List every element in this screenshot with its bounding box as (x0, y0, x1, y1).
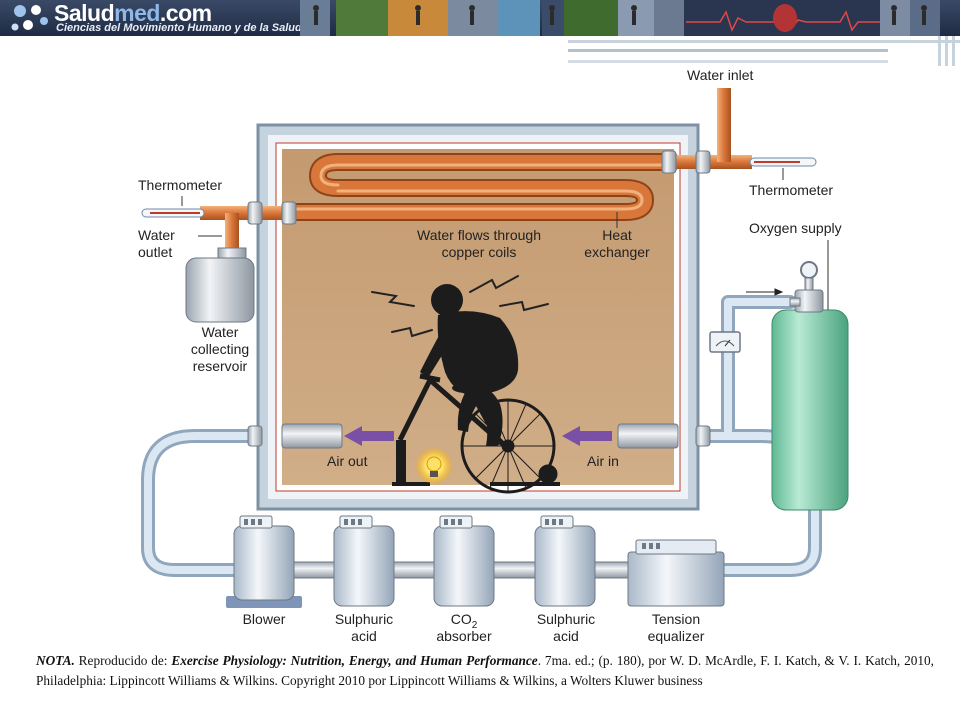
sulphuric-acid-canister-1 (333, 515, 395, 607)
label-air-in: Air in (587, 453, 619, 469)
blower-canister (226, 515, 302, 608)
thermometer-right (749, 157, 817, 180)
note-book-title: Exercise Physiology: Nutrition, Energy, … (171, 653, 538, 668)
label-thermometer-left: Thermometer (138, 177, 222, 193)
label-heat-exchanger-1: Heat (602, 227, 632, 243)
corner-decoration (938, 36, 955, 66)
site-logo[interactable] (6, 0, 52, 36)
copper-coils (281, 153, 681, 221)
label-sulphuric-acid-1a: Sulphuric (335, 611, 393, 627)
oxygen-cylinder (746, 240, 849, 511)
brand-name: Saludmed.com (54, 0, 212, 27)
label-air-out: Air out (327, 453, 368, 469)
label-co2-subscript: 2 (472, 620, 478, 631)
sulphuric-acid-canister-2 (534, 515, 596, 607)
label-co2-absorber-2: absorber (436, 628, 492, 644)
label-water-outlet-2: outlet (138, 244, 172, 260)
header-rule-1 (568, 40, 960, 43)
label-co2-absorber-1: CO2 (451, 611, 478, 631)
effort-lines (371, 275, 549, 338)
photo-strip (300, 0, 940, 36)
label-water-inlet: Water inlet (687, 67, 754, 83)
header-rule-3 (568, 60, 888, 63)
label-reservoir-3: reservoir (193, 358, 248, 374)
citation-note: NOTA. Reproducido de: Exercise Physiolog… (36, 651, 934, 691)
logo-icon (11, 5, 48, 31)
label-oxygen-supply: Oxygen supply (749, 220, 842, 236)
label-water-flows-2: copper coils (442, 244, 517, 260)
brand-tagline: Ciencias del Movimiento Humano y de la S… (56, 22, 302, 34)
header-banner: Saludmed.com Ciencias del Movimiento Hum… (0, 0, 960, 36)
note-prefix: NOTA. (36, 653, 75, 668)
label-thermometer-right: Thermometer (749, 182, 833, 198)
header-rule-2 (568, 49, 888, 52)
flow-meter (709, 331, 741, 353)
water-reservoir (185, 235, 255, 323)
brand-highlight: med (114, 0, 160, 26)
label-heat-exchanger-2: exchanger (584, 244, 650, 260)
note-reproduced: Reproducido de: (74, 653, 172, 668)
air-ducts (247, 423, 711, 449)
label-sulphuric-acid-2b: acid (553, 628, 579, 644)
brand-prefix: Salud (54, 0, 115, 26)
label-tension-1: Tension (652, 611, 700, 627)
note-details: . 7ma. ed.; (p. 180), por W. D. McArdle,… (36, 653, 935, 688)
thermometer-left (141, 196, 205, 218)
label-water-outlet-1: Water (138, 227, 175, 243)
co2-absorber-canister (433, 515, 495, 607)
label-sulphuric-acid-2a: Sulphuric (537, 611, 595, 627)
label-water-flows-1: Water flows through (417, 227, 541, 243)
brand-suffix: .com (159, 0, 212, 26)
air-flow-arrows (344, 426, 612, 446)
light-bulb (416, 448, 452, 484)
label-blower: Blower (243, 611, 286, 627)
cyclist-silhouette (392, 284, 560, 494)
label-reservoir-1: Water (202, 324, 239, 340)
label-co2: CO (451, 611, 472, 627)
label-sulphuric-acid-1b: acid (351, 628, 377, 644)
label-tension-2: equalizer (648, 628, 705, 644)
bottom-equipment (226, 515, 725, 608)
tension-equalizer-box (627, 539, 725, 607)
label-reservoir-2: collecting (191, 341, 249, 357)
